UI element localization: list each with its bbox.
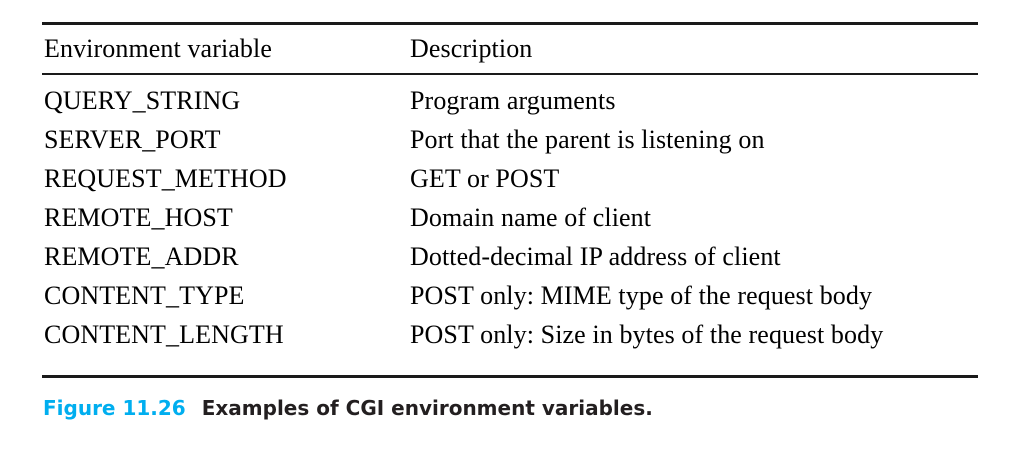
column-header-environment-variable: Environment variable (44, 34, 272, 63)
table-row: REQUEST_METHOD GET or POST (0, 159, 1033, 198)
table-top-rule (42, 22, 978, 25)
cell-description: POST only: Size in bytes of the request … (410, 320, 884, 349)
table-row: REMOTE_HOST Domain name of client (0, 198, 1033, 237)
cell-description: POST only: MIME type of the request body (410, 281, 873, 310)
cell-variable: QUERY_STRING (44, 86, 241, 115)
column-header-description: Description (410, 34, 533, 63)
table-row: CONTENT_TYPE POST only: MIME type of the… (0, 276, 1033, 315)
cell-variable: REQUEST_METHOD (44, 164, 287, 193)
cell-description: Program arguments (410, 86, 616, 115)
cell-variable: REMOTE_ADDR (44, 242, 239, 271)
cell-variable: REMOTE_HOST (44, 203, 233, 232)
figure-caption-label: Figure 11.26 (43, 396, 186, 420)
cell-description: Domain name of client (410, 203, 652, 232)
table-header-rule (42, 73, 978, 75)
table-row: QUERY_STRING Program arguments (0, 81, 1033, 120)
cell-description: Dotted-decimal IP address of client (410, 242, 781, 271)
table-row: SERVER_PORT Port that the parent is list… (0, 120, 1033, 159)
cell-variable: CONTENT_TYPE (44, 281, 245, 310)
table-bottom-rule (42, 375, 978, 378)
table-row: REMOTE_ADDR Dotted-decimal IP address of… (0, 237, 1033, 276)
cell-variable: SERVER_PORT (44, 125, 221, 154)
figure-caption-text: Examples of CGI environment variables. (201, 396, 653, 420)
cell-variable: CONTENT_LENGTH (44, 320, 284, 349)
figure-caption: Figure 11.26 Examples of CGI environment … (43, 394, 653, 422)
cell-description: Port that the parent is listening on (410, 125, 765, 154)
table-header-row: Environment variable Description (0, 29, 1033, 68)
table-row: CONTENT_LENGTH POST only: Size in bytes … (0, 315, 1033, 354)
cell-description: GET or POST (410, 164, 560, 193)
